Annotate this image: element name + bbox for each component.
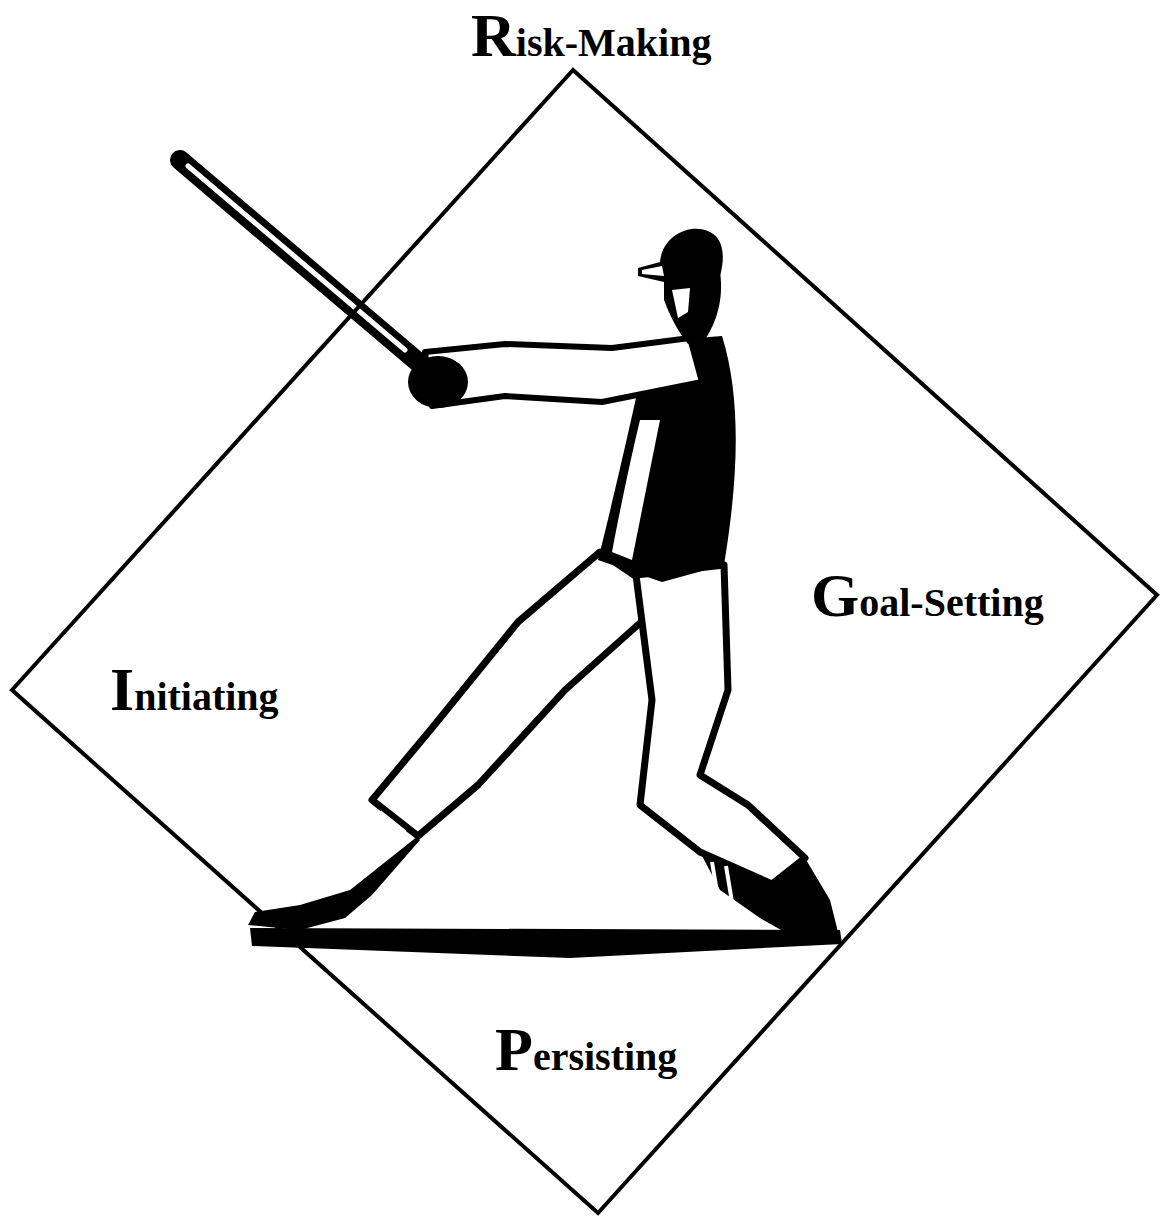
front-leg — [636, 565, 805, 884]
cap — [638, 229, 723, 282]
hands — [408, 356, 468, 408]
cap-brim — [642, 266, 664, 276]
bat-highlight — [188, 166, 405, 350]
arms — [425, 338, 702, 406]
right-label: Goal-Setting — [811, 560, 1044, 631]
torso-highlight — [612, 420, 660, 560]
bottom-label: Persisting — [495, 1014, 677, 1085]
face-highlight — [672, 288, 690, 318]
bat — [180, 160, 425, 368]
head — [664, 272, 721, 344]
diamond-border — [12, 70, 1157, 1213]
back-sock-stripe — [372, 812, 405, 844]
left-label: Initiating — [110, 654, 279, 725]
back-leg — [372, 552, 668, 836]
back-sock — [248, 800, 420, 930]
ground-shadow — [250, 928, 842, 958]
front-sock — [700, 852, 838, 935]
top-label: Risk-Making — [471, 0, 711, 71]
front-sock-stripe — [712, 862, 732, 902]
